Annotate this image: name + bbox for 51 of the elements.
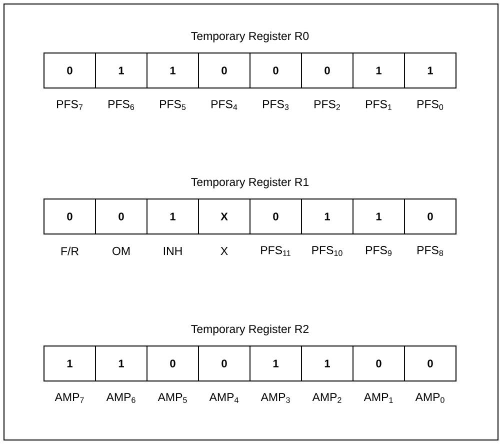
bit-cell: 0 [146, 346, 199, 382]
bit-cell: 0 [95, 198, 148, 234]
bit-name: PFS$_{9}$ [366, 246, 392, 256]
bit-name: PFS$_{8}$ [418, 246, 444, 256]
bit-cell: 0 [352, 346, 405, 382]
bit-cell: 0 [44, 198, 96, 234]
bit-cell: 1 [404, 52, 456, 88]
bit-cell: 1 [301, 198, 354, 234]
bit-cell: 1 [44, 346, 96, 382]
bit-cell: 0 [198, 346, 250, 382]
bit-cell: 0 [250, 52, 302, 88]
bit-name: AMP$_{0}$ [415, 393, 444, 403]
bit-name: PFS$_{4}$ [212, 100, 238, 110]
bit-name: AMP$_{6}$ [106, 393, 136, 403]
bit-name: AMP$_{5}$ [158, 393, 187, 403]
bit-cell: 0 [404, 198, 456, 234]
register-title: Temporary Register R2 [191, 324, 309, 336]
bit-name: PFS$_{5}$ [160, 100, 186, 110]
bit-cell: 1 [146, 198, 199, 234]
bit-name: AMP$_{1}$ [364, 393, 393, 403]
register-title: Temporary Register R1 [191, 178, 309, 188]
bit-cell: 0 [250, 198, 302, 234]
bit-name: INH [164, 247, 182, 255]
bit-name: PFS$_{7}$ [57, 100, 83, 110]
bit-cell: 0 [404, 346, 456, 382]
register-title: Temporary Register R0 [191, 32, 309, 42]
bit-name: PFS$_{11}$ [261, 246, 290, 256]
bit-cell: 1 [352, 198, 405, 234]
bit-name: AMP$_{3}$ [260, 393, 290, 403]
bit-name: AMP$_{7}$ [54, 393, 84, 403]
bit-cell: 1 [352, 52, 405, 88]
bit-cell: 1 [95, 346, 148, 382]
bit-cell: 1 [146, 52, 199, 88]
bit-name: OM [112, 246, 130, 256]
bit-name: PFS$_{2}$ [314, 100, 340, 110]
bit-name: PFS$_{1}$ [366, 100, 392, 110]
bit-cell: 1 [95, 52, 148, 88]
bit-name: PFS$_{0}$ [418, 100, 444, 110]
bit-cell: 0 [301, 52, 354, 88]
bit-name: PFS$_{10}$ [312, 246, 342, 256]
bit-cell: X [198, 198, 250, 234]
bit-name: X [220, 247, 228, 255]
bit-cell: 1 [250, 346, 302, 382]
bit-name: AMP$_{4}$ [209, 393, 238, 403]
bit-cell: 0 [198, 52, 250, 88]
bit-name: AMP$_{2}$ [312, 393, 342, 403]
bit-name: PFS$_{3}$ [263, 100, 289, 110]
bit-cell: 0 [44, 52, 96, 88]
bit-cell: 1 [301, 346, 354, 382]
bit-name: F/R [61, 246, 78, 256]
bit-name: PFS$_{6}$ [108, 100, 134, 110]
